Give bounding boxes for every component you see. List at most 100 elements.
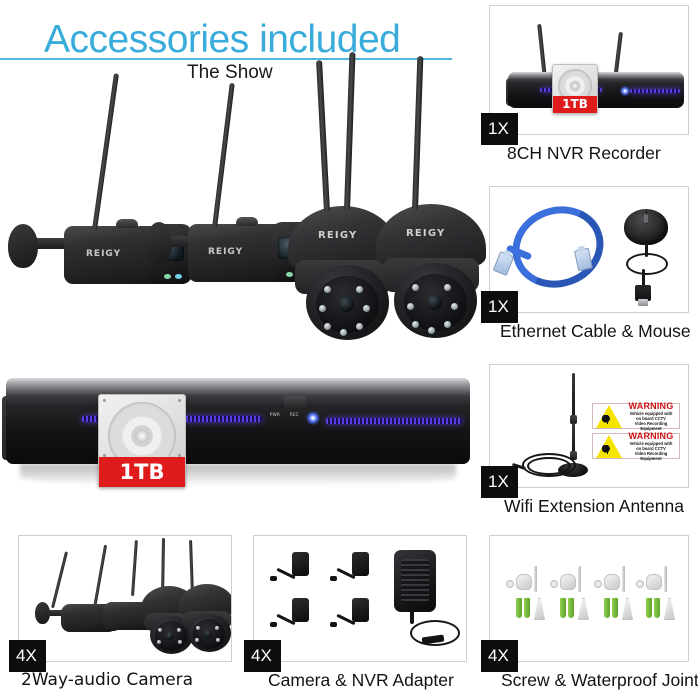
hdd-screw <box>178 454 181 457</box>
wall-plug <box>524 598 530 618</box>
warning-sticker-2: WARNING Vehicle equipped with on board C… <box>592 431 680 461</box>
camera-antenna <box>316 60 330 213</box>
hdd-capacity-badge: 1TB <box>99 457 185 487</box>
nvr-adapter <box>394 550 436 612</box>
hdd-screw <box>178 399 181 402</box>
joint-cone <box>534 598 545 620</box>
adapter-block <box>292 598 309 622</box>
nvr-led-strip-right <box>630 89 680 93</box>
adapter-dc-plug <box>270 576 277 581</box>
thumb-ptz-camera-2 <box>179 584 231 652</box>
wall-plug <box>654 598 660 618</box>
panel-twoway-camera: 4X <box>9 535 232 672</box>
usb-plug <box>635 285 651 301</box>
ir-led <box>412 320 420 328</box>
quantity-badge: 1X <box>481 291 518 323</box>
camera-led-2 <box>164 274 171 279</box>
ptz-lens <box>165 632 174 641</box>
caption-screws: Screw & Waterproof Joint <box>501 670 698 690</box>
joint-cone <box>622 598 633 620</box>
nvr-pwr-label: PWR <box>270 412 281 417</box>
panel-nvr-recorder-image: 1TB <box>490 6 688 134</box>
camera-antenna <box>344 51 356 211</box>
adapter-dc-plug <box>330 576 337 581</box>
wall-plug <box>612 598 618 618</box>
camera-led-1 <box>175 274 182 279</box>
antenna-joint-lower <box>570 451 577 460</box>
mouse-cord <box>645 243 648 257</box>
ir-led <box>318 305 326 313</box>
panel-ethernet-mouse-image <box>490 187 688 312</box>
screw <box>622 566 625 592</box>
caption-adapters: Camera & NVR Adapter <box>268 670 454 690</box>
hdd-spindle <box>135 429 149 443</box>
camera-brand-logo: REIGY <box>208 247 244 257</box>
warning-sticker-text: WARNING Vehicle equipped with on board C… <box>625 431 679 461</box>
warning-sticker-1: WARNING Vehicle equipped with on board C… <box>592 400 680 431</box>
ir-led <box>176 628 181 633</box>
quantity-badge: 4X <box>481 640 518 672</box>
nvr-power-button[interactable] <box>284 396 306 408</box>
camera-antenna <box>92 73 119 231</box>
camera-top-knob <box>116 219 138 228</box>
camera-antenna <box>93 544 108 609</box>
waterproof-joint <box>604 574 620 590</box>
page-title: Accessories included <box>44 18 401 61</box>
warning-line-3: Video Recording Equipment <box>634 450 668 461</box>
panel-adapters-image <box>254 536 466 661</box>
rj45-clip <box>577 245 585 252</box>
caption-wifi-antenna: Wifi Extension Antenna <box>504 496 684 516</box>
hdd-screw <box>103 454 106 457</box>
mouse-cord <box>642 269 645 287</box>
quantity-badge: 1X <box>481 466 518 498</box>
quantity-badge: 1X <box>481 113 518 145</box>
ir-led <box>195 626 200 631</box>
caption-nvr-recorder: 8CH NVR Recorder <box>507 143 661 163</box>
antenna-cable-coil <box>527 457 571 475</box>
screw <box>534 566 537 592</box>
ir-led <box>356 322 364 330</box>
camera-antenna <box>212 82 235 229</box>
panel-twoway-camera-image <box>19 536 231 661</box>
nvr-status-led <box>306 411 320 425</box>
mouse-scroll-wheel <box>643 214 648 223</box>
screw <box>578 566 581 592</box>
nvr-adapter-wire <box>410 610 414 624</box>
warning-line-2: on board CCTV <box>636 445 666 451</box>
warning-title: WARNING <box>628 400 674 411</box>
camera-led-2 <box>286 272 293 277</box>
camera-top-knob <box>236 217 258 226</box>
camera-antenna <box>51 551 68 609</box>
nvr-antenna-left <box>537 23 547 79</box>
warning-line-3: Video Recording Equipment <box>634 420 668 431</box>
camera-wall-mount <box>8 224 38 268</box>
warning-triangle-icon <box>596 434 622 458</box>
camera-brand-logo: REIGY <box>86 249 122 259</box>
wall-plug <box>604 598 610 618</box>
ptz-lens <box>426 295 442 311</box>
panel-wifi-antenna-image: WARNING Vehicle equipped with on board C… <box>490 365 688 487</box>
ptz-lens <box>203 630 212 639</box>
ir-led <box>406 303 414 311</box>
adapter-block <box>352 598 369 622</box>
hero-ptz-camera-1: REIGY <box>288 206 398 340</box>
ir-led <box>444 284 452 292</box>
nvr-rec-label: REC <box>290 412 299 417</box>
rj45-clip <box>503 249 512 257</box>
camera-arm <box>32 238 76 249</box>
mouse-cord-loop <box>626 253 668 275</box>
wall-plug <box>568 598 574 618</box>
panel-nvr-recorder: 1TB 1X <box>481 5 689 145</box>
antenna-joint-upper <box>570 415 577 424</box>
panel-screws: 4X <box>481 535 689 672</box>
nvr-front-panel <box>6 403 470 464</box>
rj45-connector-1 <box>492 249 515 277</box>
usb-mouse <box>624 209 668 245</box>
nvr-top-surface <box>6 378 470 408</box>
washer <box>594 580 602 588</box>
adapter-block <box>292 552 309 576</box>
ir-led <box>324 322 332 330</box>
header-underline <box>0 58 452 60</box>
camera-antenna <box>412 55 424 211</box>
panel-ethernet-mouse: 1X <box>481 186 689 323</box>
